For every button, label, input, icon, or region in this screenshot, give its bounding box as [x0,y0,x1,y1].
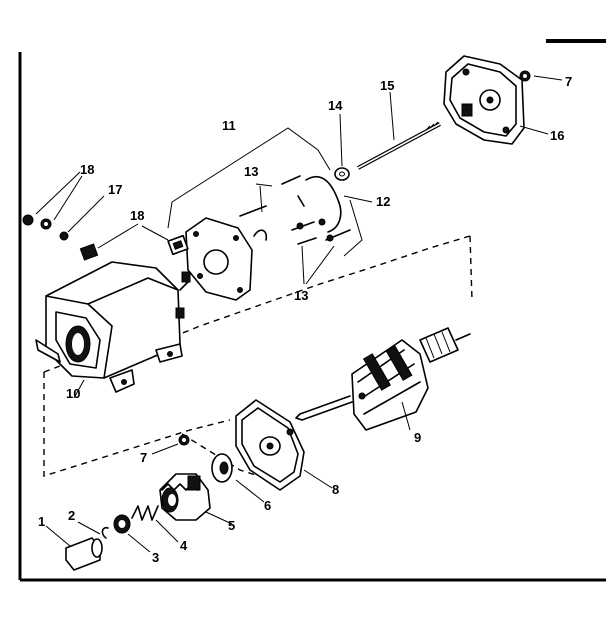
label-part-15: 15 [380,78,394,93]
through-bolt [357,121,441,170]
label-part-7-top: 7 [565,74,572,89]
brush-plate-assembly [167,127,363,301]
callout-labels: 1 2 3 4 5 6 7 7 8 9 10 11 12 13 13 14 15… [38,74,572,565]
diagram-frame [18,39,606,582]
label-part-19: 18 [130,208,144,223]
drive-end-cap [235,399,305,491]
label-part-11: 11 [222,118,236,133]
label-part-14: 14 [328,98,343,113]
drive-pinion [159,473,211,521]
leader-lines [35,75,563,553]
label-part-4: 4 [180,538,188,553]
label-part-5: 5 [228,518,235,533]
label-part-9: 9 [414,430,421,445]
small-hardware-left [22,214,191,283]
label-part-1: 1 [38,514,45,529]
label-part-17: 17 [108,182,122,197]
label-part-18: 18 [80,162,94,177]
collar [113,514,131,534]
retaining-ring [101,526,109,539]
label-part-6: 6 [264,498,271,513]
label-part-12: 12 [376,194,390,209]
thrust-washer [211,453,233,483]
label-part-13-bottom: 13 [294,288,308,303]
label-part-3: 3 [152,550,159,565]
nut-middle [178,434,190,446]
armature [295,327,471,431]
rear-end-cap [443,55,525,145]
washer [334,167,350,181]
label-part-7-middle: 7 [140,450,147,465]
label-part-2: 2 [68,508,75,523]
field-frame-housing [35,261,189,393]
label-part-13-top: 13 [244,164,258,179]
drive-spring [131,505,159,521]
end-cap [65,537,103,571]
label-part-16: 16 [550,128,564,143]
nut-top [519,70,531,82]
label-part-10: 10 [66,386,80,401]
label-part-8: 8 [332,482,339,497]
